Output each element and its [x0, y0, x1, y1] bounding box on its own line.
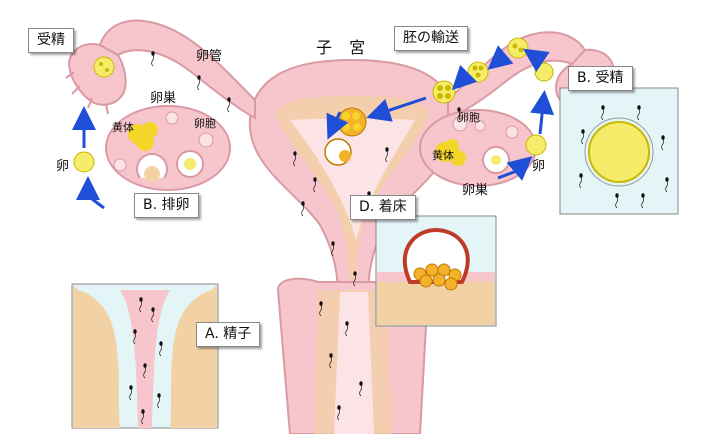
left-egg-label: 卵 — [56, 159, 70, 174]
fertilized-egg-left-tube — [93, 56, 115, 78]
left-corpus-label: 黄体 — [112, 121, 134, 134]
implantation-callout: D. 着床 — [350, 195, 416, 221]
blastocyst — [337, 107, 367, 137]
right-egg — [525, 134, 547, 156]
implantation-inset — [375, 215, 497, 327]
ovulation-callout: B. 排卵 — [134, 193, 199, 219]
process-arrows — [72, 45, 555, 210]
right-corpus-luteum — [435, 139, 466, 166]
fertilization-inset — [559, 87, 679, 215]
sperm-callout: A. 精子 — [196, 322, 261, 348]
left-tube-label: 卵管 — [196, 49, 223, 64]
left-ovary-label: 卵巣 — [150, 91, 177, 106]
left-follicle-label: 卵胞 — [194, 117, 216, 130]
uterus-label: 子 宮 — [316, 38, 372, 57]
sperm-inset — [71, 283, 219, 429]
right-follicle-label: 卵胞 — [458, 111, 480, 124]
implanting-embryo — [324, 138, 352, 166]
right-corpus-label: 黄体 — [432, 149, 454, 162]
fertilization-left-callout: 受精 — [28, 28, 74, 54]
right-ovary-label: 卵巣 — [462, 183, 489, 198]
vaginal-inner — [334, 292, 374, 434]
left-corpus-luteum — [128, 122, 158, 151]
fertilization-right-callout: B. 受精 — [568, 66, 633, 92]
embryo-transport-callout: 胚の輸送 — [394, 26, 468, 52]
uterus-lining — [290, 118, 415, 240]
left-egg — [73, 151, 95, 173]
right-egg-label: 卵 — [532, 159, 546, 174]
